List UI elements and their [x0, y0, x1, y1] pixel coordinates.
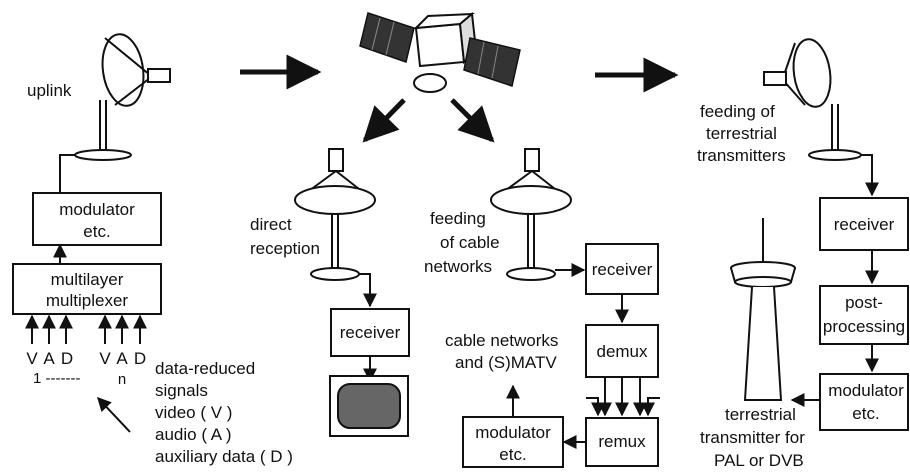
- svg-text:modulator: modulator: [59, 200, 135, 219]
- svg-text:receiver: receiver: [340, 323, 401, 342]
- svg-text:etc.: etc.: [83, 222, 110, 241]
- svg-text:signals: signals: [155, 381, 208, 400]
- svg-text:A: A: [116, 349, 128, 368]
- cable-networks-label: cable networks and (S)MATV: [445, 331, 558, 372]
- direct-receiver-box: receiver: [330, 308, 410, 357]
- transmitter-tower-icon: [730, 218, 796, 401]
- svg-text:D: D: [61, 349, 73, 368]
- multiplexer-input-arrows: [25, 314, 147, 344]
- svg-text:transmitter for: transmitter for: [700, 428, 805, 447]
- input-letters: V A D V A D: [26, 349, 146, 368]
- svg-text:data-reduced: data-reduced: [155, 359, 255, 378]
- svg-text:and (S)MATV: and (S)MATV: [455, 353, 557, 372]
- uplink-label: uplink: [27, 81, 72, 100]
- svg-text:post-: post-: [845, 293, 883, 312]
- uplink-modulator-box: modulator etc.: [32, 192, 162, 246]
- svg-text:auxiliary data ( D ): auxiliary data ( D ): [155, 447, 293, 466]
- svg-text:multilayer: multilayer: [51, 270, 124, 289]
- svg-text:networks: networks: [424, 257, 492, 276]
- svg-text:A: A: [43, 349, 55, 368]
- terrestrial-receiver-box: receiver: [819, 197, 909, 251]
- svg-text:remux: remux: [598, 432, 646, 451]
- svg-text:multiplexer: multiplexer: [46, 291, 129, 310]
- svg-text:video ( V ): video ( V ): [155, 403, 232, 422]
- legend-pointer-arrow: [97, 396, 131, 433]
- svg-text:receiver: receiver: [592, 260, 653, 279]
- downlink-arrow-direct: [362, 98, 406, 143]
- svg-text:feeding: feeding: [430, 209, 486, 228]
- uplink-feed-line: [59, 154, 75, 193]
- svg-text:etc.: etc.: [499, 445, 526, 464]
- direct-reception-label-line1: direct: [250, 215, 292, 234]
- postprocessing-box: post- processing: [819, 285, 909, 345]
- svg-text:receiver: receiver: [834, 215, 895, 234]
- terrestrial-dish-to-receiver-arrow: [861, 154, 879, 197]
- satellite-icon: [359, 12, 521, 93]
- direct-dish-to-receiver-arrow: [359, 273, 377, 308]
- cable-receiver-box: receiver: [585, 243, 659, 295]
- svg-text:modulator: modulator: [475, 423, 551, 442]
- remux-box: remux: [585, 417, 659, 467]
- svg-text:PAL or DVB: PAL or DVB: [714, 451, 804, 470]
- svg-text:audio ( A ): audio ( A ): [155, 425, 232, 444]
- terrestrial-feed-dish-icon: [763, 38, 862, 161]
- input-index-end: n: [118, 371, 126, 388]
- svg-text:V: V: [99, 349, 111, 368]
- demux-box: demux: [585, 324, 659, 378]
- svg-text:cable networks: cable networks: [445, 331, 558, 350]
- svg-text:D: D: [134, 349, 146, 368]
- direct-reception-dish-icon: [294, 148, 376, 281]
- tv-screen-icon: [329, 375, 409, 437]
- svg-text:terrestrial: terrestrial: [725, 405, 796, 424]
- svg-text:terrestrial: terrestrial: [706, 124, 777, 143]
- svg-text:demux: demux: [596, 342, 648, 361]
- svg-text:etc.: etc.: [852, 404, 879, 423]
- svg-text:feeding of: feeding of: [700, 102, 775, 121]
- terrestrial-modulator-box: modulator etc.: [819, 373, 909, 431]
- svg-text:transmitters: transmitters: [697, 146, 786, 165]
- demux-to-remux-arrows: [586, 377, 660, 417]
- downlink-arrow-cable: [450, 98, 495, 143]
- cable-feed-dish-icon: [490, 148, 572, 281]
- terrestrial-transmitter-label: terrestrial transmitter for PAL or DVB: [700, 405, 805, 470]
- svg-text:modulator: modulator: [828, 381, 904, 400]
- svg-text:of cable: of cable: [440, 233, 500, 252]
- cable-modulator-box: modulator etc.: [462, 416, 564, 468]
- terrestrial-feed-label: feeding of terrestrial transmitters: [697, 102, 786, 165]
- uplink-dish-icon: [74, 33, 171, 161]
- svg-text:V: V: [26, 349, 38, 368]
- direct-reception-label-line2: reception: [250, 239, 320, 258]
- multilayer-multiplexer-box: multilayer multiplexer: [12, 263, 162, 315]
- cable-feed-label: feeding of cable networks: [424, 209, 500, 276]
- signals-legend: data-reduced signals video ( V ) audio (…: [155, 359, 293, 466]
- input-index-start: 1 -------: [33, 370, 80, 387]
- svg-text:processing: processing: [823, 317, 905, 336]
